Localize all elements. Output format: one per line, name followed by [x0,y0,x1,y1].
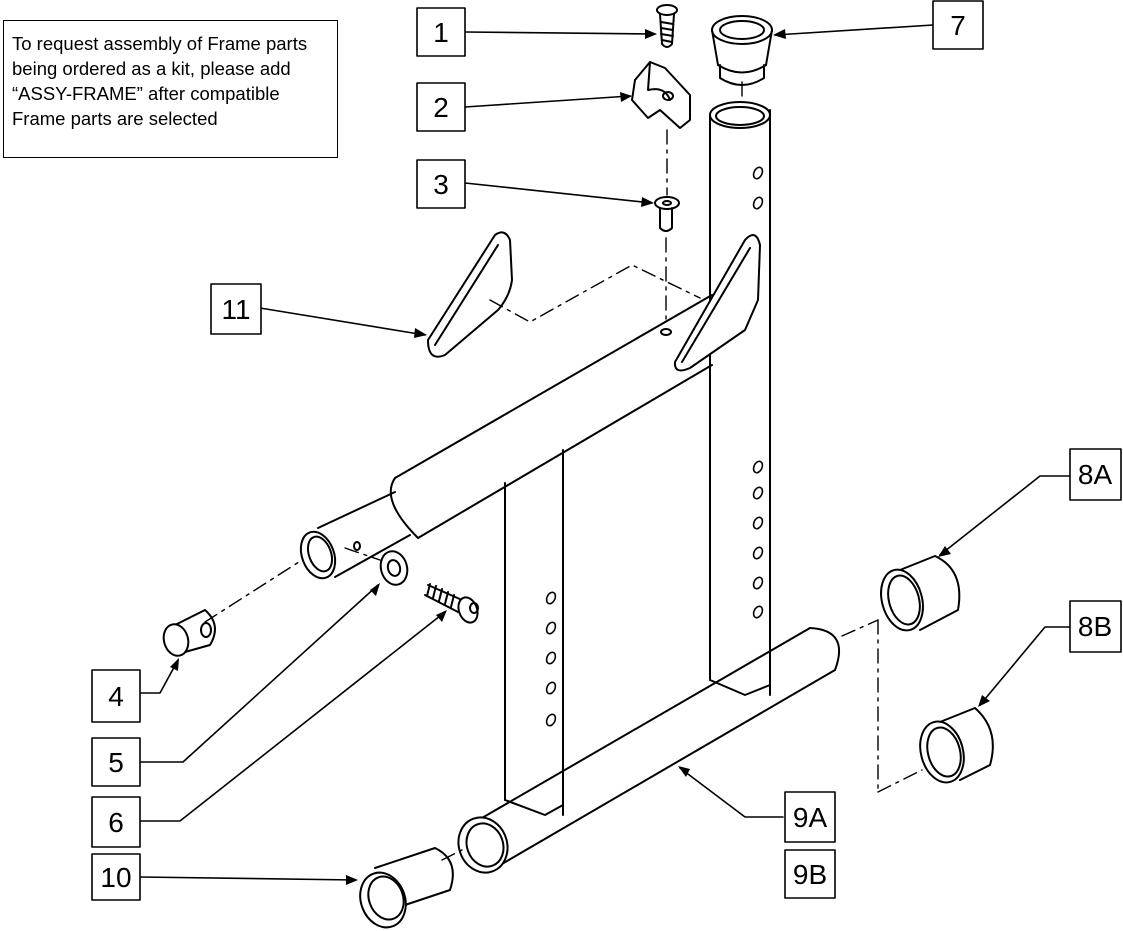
insert-part [654,196,680,232]
callout-10: 10 [91,853,141,901]
svg-text:7: 7 [950,10,966,41]
bolt-part [424,583,479,624]
washer-part [379,550,409,586]
svg-text:1: 1 [433,17,449,48]
clamp-part [631,61,691,129]
bushing-8a-part [880,555,961,632]
svg-text:4: 4 [108,681,124,712]
leader-lines [139,24,1071,881]
bushing-8b-part [919,707,994,784]
callout-5: 5 [91,737,141,787]
callout-6: 6 [91,796,141,848]
svg-text:8A: 8A [1078,459,1113,490]
screw-part [656,4,678,48]
callout-9a: 9A [784,791,836,843]
frame-part [299,101,840,874]
svg-text:5: 5 [108,747,124,778]
svg-text:2: 2 [433,92,449,123]
callout-1: 1 [416,7,466,57]
callout-8b: 8B [1069,600,1122,653]
svg-text:9A: 9A [793,802,828,833]
end-plug-part [162,609,216,657]
guard-part [427,231,761,372]
svg-text:8B: 8B [1078,611,1112,642]
center-lines [204,81,923,861]
callout-11: 11 [210,283,262,335]
arrowheads [170,29,990,885]
end-cap-part [359,847,454,929]
svg-text:10: 10 [100,862,131,893]
svg-text:11: 11 [221,294,250,325]
callout-7: 7 [932,0,984,50]
top-cap-part [711,15,773,86]
assembly-note: To request assembly of Frame parts being… [3,20,338,158]
callout-9b: 9B [784,849,836,899]
callout-4: 4 [91,669,141,723]
svg-text:6: 6 [108,807,124,838]
svg-text:3: 3 [433,169,449,200]
callout-3: 3 [416,159,466,209]
callout-2: 2 [416,82,466,132]
svg-text:9B: 9B [793,859,827,890]
callout-8a: 8A [1069,448,1122,501]
